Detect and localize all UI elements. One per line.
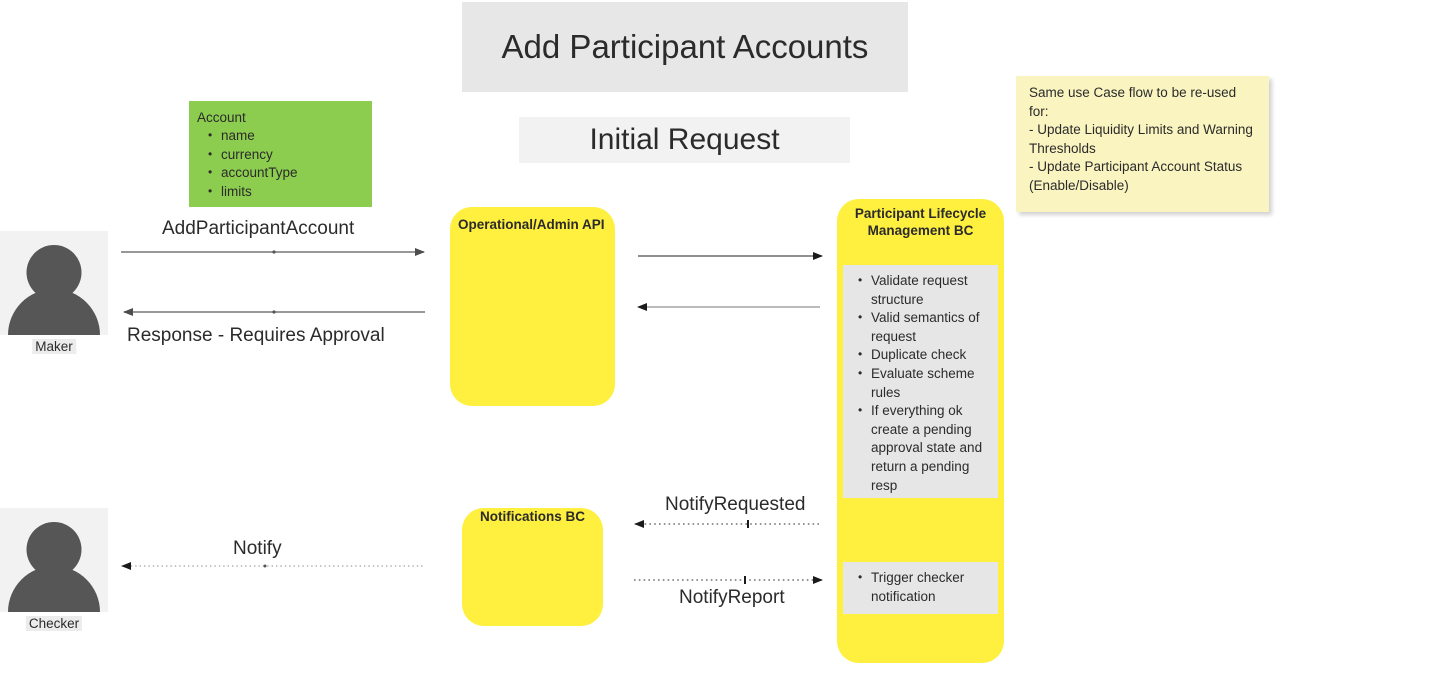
plm-activity-item: Validate request structure bbox=[858, 271, 992, 309]
plm-activity-item: Trigger checker notification bbox=[858, 568, 992, 606]
arrow-midpoint-dot bbox=[263, 564, 267, 568]
actor-label-checker: Checker bbox=[25, 616, 83, 631]
actor-label-maker: Maker bbox=[32, 339, 76, 354]
plm-activity-list-secondary: Trigger checker notification bbox=[843, 562, 998, 606]
plm-activity-item: Duplicate check bbox=[858, 345, 992, 365]
plm-activity-panel-secondary: Trigger checker notification bbox=[843, 562, 998, 614]
person-icon bbox=[0, 508, 108, 612]
actor-maker: Maker bbox=[0, 231, 108, 356]
component-label-api: Operational/Admin API bbox=[458, 217, 605, 232]
plm-activity-list: Validate request structure Valid semanti… bbox=[843, 265, 998, 495]
account-entity-box: Account name currency accountType limits bbox=[189, 101, 372, 207]
actor-checker: Checker bbox=[0, 508, 108, 633]
account-field-item: accountType bbox=[208, 163, 372, 183]
plm-activity-panel-primary: Validate request structure Valid semanti… bbox=[843, 265, 998, 498]
plm-activity-item: Evaluate scheme rules bbox=[858, 364, 992, 402]
account-field-item: name bbox=[208, 126, 372, 146]
diagram-subtitle: Initial Request bbox=[519, 117, 850, 163]
account-entity-title: Account bbox=[197, 110, 246, 125]
component-label-notifications: Notifications BC bbox=[480, 509, 586, 524]
message-label-notify-report: NotifyReport bbox=[679, 587, 785, 608]
arrow-midpoint-dot bbox=[272, 250, 276, 254]
account-field-list: name currency accountType limits bbox=[189, 126, 372, 202]
message-label-add-participant-account: AddParticipantAccount bbox=[162, 218, 355, 239]
person-icon bbox=[0, 231, 108, 335]
account-field-item: currency bbox=[208, 145, 372, 165]
plm-activity-item: If everything ok create a pending approv… bbox=[858, 401, 992, 495]
reuse-note: Same use Case flow to be re-used for: - … bbox=[1016, 76, 1269, 212]
arrow-midpoint-dot bbox=[272, 310, 276, 314]
message-label-notify-requested: NotifyRequested bbox=[665, 494, 806, 515]
plm-activity-item: Valid semantics of request bbox=[858, 308, 992, 346]
account-field-item: limits bbox=[208, 182, 372, 202]
component-notifications-bc bbox=[462, 508, 603, 626]
diagram-title: Add Participant Accounts bbox=[462, 2, 908, 92]
message-label-response-requires-approval: Response - Requires Approval bbox=[127, 325, 385, 346]
component-label-plm: Participant Lifecycle Management BC bbox=[854, 206, 987, 238]
component-operational-admin-api bbox=[450, 207, 615, 406]
message-label-notify: Notify bbox=[233, 538, 282, 559]
